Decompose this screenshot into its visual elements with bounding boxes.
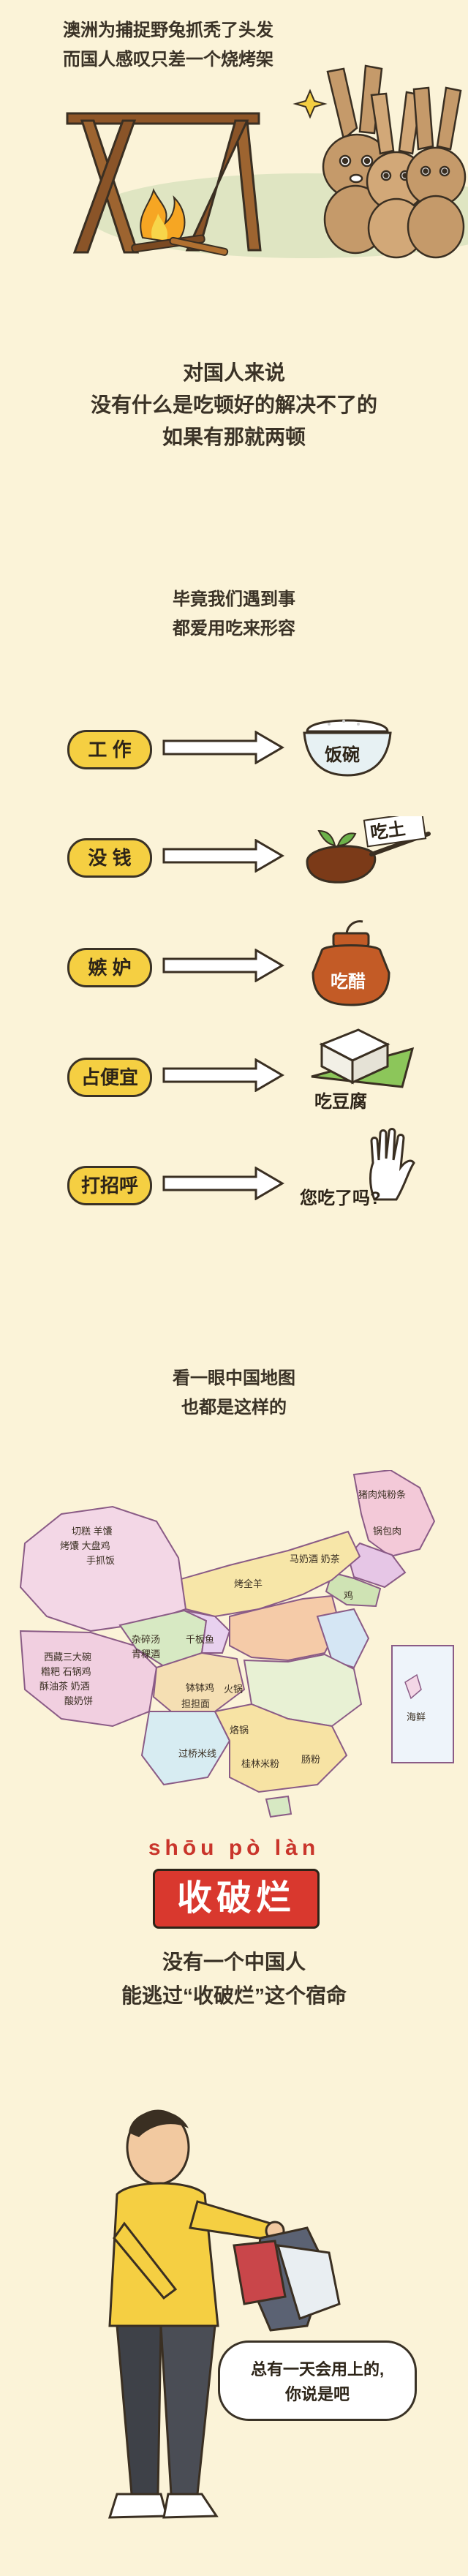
rabbit-icon	[405, 86, 467, 259]
sparkle-icon	[292, 88, 328, 119]
map-label: 锅包肉	[373, 1526, 402, 1537]
arrow-icon	[162, 731, 284, 764]
speech-bubble: 总有一天会用上的, 你说是吧	[218, 2340, 417, 2421]
map-label: 马奶酒 奶茶	[290, 1553, 340, 1564]
situation-pill: 没 钱	[67, 838, 152, 878]
map-label: 青稞酒	[132, 1649, 161, 1660]
food-label: 您吃了吗?	[300, 1189, 381, 1208]
map-label: 钵钵鸡	[186, 1682, 215, 1693]
map-label: 千板鱼	[186, 1634, 215, 1645]
map-label: 过桥米线	[178, 1748, 217, 1759]
campfire-icon	[131, 188, 229, 256]
map-label: 切糕 羊馕	[72, 1526, 113, 1537]
eat-expression-text: 毕竟我们遇到事 都爱用吃来形容	[173, 590, 295, 639]
situation-pill: 打招呼	[67, 1166, 152, 1205]
food-label: 饭碗	[325, 745, 360, 765]
situation-pill: 嫉 妒	[67, 948, 152, 987]
arrow-icon	[162, 1167, 284, 1200]
map-label: 海鲜	[407, 1711, 426, 1722]
pinyin-text: shōu pò làn	[148, 1836, 320, 1860]
ending-text: 没有一个中国人 能逃过“收破烂”这个宿命	[121, 1951, 347, 2007]
bbq-rabbits-illustration	[66, 64, 468, 259]
arrow-icon	[162, 1058, 284, 1092]
arrow-icon	[162, 839, 284, 873]
map-intro-text: 看一眼中国地图 也都是这样的	[173, 1368, 295, 1417]
map-label: 杂碎汤	[132, 1634, 161, 1645]
map-label: 糌粑 石锅鸡	[41, 1666, 91, 1677]
map-label: 火锅	[224, 1684, 244, 1695]
arrow-icon	[162, 949, 284, 982]
map-label: 西藏三大碗	[44, 1652, 92, 1662]
map-label: 烤全羊	[234, 1578, 263, 1589]
map-label: 担担面	[181, 1698, 211, 1709]
spoon-dirt-icon	[306, 816, 431, 884]
map-label: 酥油茶 奶酒	[39, 1681, 90, 1692]
title-badge: 收破烂	[153, 1869, 320, 1929]
food-label: 吃豆腐	[314, 1092, 367, 1112]
situation-pill: 工 作	[67, 730, 152, 769]
bbq-rack-icon	[66, 112, 262, 254]
saying-text: 对国人来说 没有什么是吃顿好的解决不了的 如果有那就两顿	[90, 361, 377, 448]
map-label: 手抓饭	[86, 1555, 116, 1566]
man-with-bags-illustration	[107, 2109, 341, 2519]
situation-pill: 占便宜	[67, 1058, 152, 1097]
map-label: 烙锅	[230, 1725, 249, 1736]
vinegar-jar-icon	[312, 920, 390, 1006]
map-label: 烤馕 大盘鸡	[60, 1540, 110, 1551]
food-label: 吃醋	[331, 972, 366, 992]
map-label: 猪肉炖粉条	[358, 1489, 407, 1500]
intro-text: 澳洲为捕捉野兔抓秃了头发 而国人感叹只差一个烧烤架	[63, 20, 273, 69]
tofu-icon	[311, 1028, 415, 1088]
waving-hand-icon	[369, 1128, 415, 1201]
map-label: 肠粉	[301, 1754, 321, 1765]
map-label: 酸奶饼	[64, 1695, 94, 1706]
map-label: 鸡	[344, 1590, 354, 1601]
food-label: 吃土	[369, 818, 407, 844]
rice-bowl-icon	[303, 719, 392, 777]
map-label: 桂林米粉	[241, 1758, 280, 1769]
china-food-map	[19, 1470, 454, 1818]
